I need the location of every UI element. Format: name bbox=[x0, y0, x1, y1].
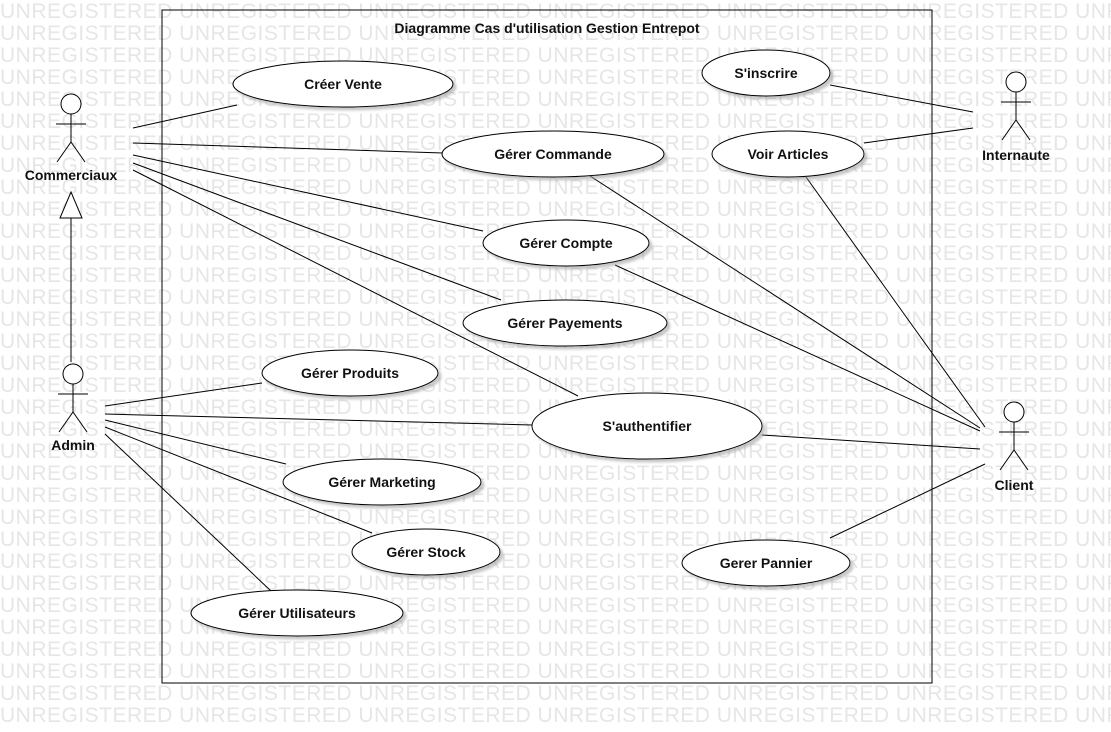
association-internaute-sinscrire bbox=[829, 84, 974, 113]
association-commerciaux-sauthentifier bbox=[132, 169, 579, 397]
use-case-label: Gérer Produits bbox=[301, 365, 399, 381]
use-case-voir-articles[interactable]: Voir Articles bbox=[711, 130, 865, 178]
watermark-line: UNREGISTERED UNREGISTERED UNREGISTERED U… bbox=[0, 45, 1111, 67]
use-case-gerer-commande[interactable]: Gérer Commande bbox=[441, 130, 665, 178]
association-client-voir-articles bbox=[805, 176, 986, 428]
use-case-gerer-compte[interactable]: Gérer Compte bbox=[482, 219, 650, 267]
use-case-sauthentifier[interactable]: S'authentifier bbox=[531, 392, 763, 460]
watermark-line: UNREGISTERED UNREGISTERED UNREGISTERED U… bbox=[0, 1, 1111, 23]
watermark-line: UNREGISTERED UNREGISTERED UNREGISTERED U… bbox=[0, 683, 1111, 705]
use-case-label: Gerer Pannier bbox=[720, 555, 813, 571]
use-case-gerer-marketing[interactable]: Gérer Marketing bbox=[282, 458, 482, 506]
actor-label: Internaute bbox=[982, 147, 1050, 163]
use-case-sinscrire[interactable]: S'inscrire bbox=[701, 49, 831, 97]
association-internaute-voir-articles bbox=[863, 127, 974, 144]
generalization-admin-commerciaux bbox=[59, 190, 83, 362]
watermark-line: UNREGISTERED UNREGISTERED UNREGISTERED U… bbox=[0, 507, 1111, 529]
actor-label: Client bbox=[995, 477, 1034, 493]
watermark-line: UNREGISTERED UNREGISTERED UNREGISTERED U… bbox=[0, 177, 1111, 199]
use-case-label: Gérer Payements bbox=[507, 315, 622, 331]
use-case-label: Gérer Marketing bbox=[328, 474, 435, 490]
system-boundary bbox=[161, 9, 933, 684]
watermark-line: UNREGISTERED UNREGISTERED UNREGISTERED U… bbox=[0, 661, 1111, 683]
actor-admin[interactable]: Admin bbox=[51, 363, 95, 453]
use-case-ellipse bbox=[531, 392, 763, 460]
stick-figure-icon bbox=[1001, 71, 1031, 141]
watermark-line: UNREGISTERED UNREGISTERED UNREGISTERED U… bbox=[0, 705, 1111, 727]
use-case-gerer-pannier[interactable]: Gerer Pannier bbox=[681, 539, 851, 587]
use-case-gerer-utilisateurs[interactable]: Gérer Utilisateurs bbox=[190, 589, 404, 637]
association-commerciaux-gerer-commande bbox=[132, 142, 444, 154]
watermark-line: UNREGISTERED UNREGISTERED UNREGISTERED U… bbox=[0, 265, 1111, 287]
use-case-gerer-produits[interactable]: Gérer Produits bbox=[261, 349, 439, 397]
association-client-gerer-compte bbox=[614, 264, 981, 432]
watermark-line: UNREGISTERED UNREGISTERED UNREGISTERED U… bbox=[0, 573, 1111, 595]
association-commerciaux-gerer-payements bbox=[132, 162, 502, 301]
use-case-label: Voir Articles bbox=[748, 146, 829, 162]
association-admin-gerer-marketing bbox=[104, 419, 287, 465]
stick-figure-icon bbox=[999, 401, 1029, 471]
use-case-ellipse bbox=[441, 130, 665, 178]
association-admin-gerer-produits bbox=[104, 382, 263, 407]
use-case-ellipse bbox=[681, 539, 851, 587]
stick-figure-icon bbox=[58, 363, 88, 433]
stick-figure-icon bbox=[56, 93, 86, 163]
association-commerciaux-gerer-compte bbox=[132, 154, 484, 232]
watermark-line: UNREGISTERED UNREGISTERED UNREGISTERED U… bbox=[0, 441, 1111, 463]
association-client-sauthentifier bbox=[761, 434, 981, 450]
actor-label: Commerciaux bbox=[25, 167, 118, 183]
watermark-line: UNREGISTERED UNREGISTERED UNREGISTERED U… bbox=[0, 463, 1111, 485]
use-case-label: Gérer Stock bbox=[386, 544, 466, 560]
watermark-line: UNREGISTERED UNREGISTERED UNREGISTERED U… bbox=[0, 485, 1111, 507]
actor-commerciaux[interactable]: Commerciaux bbox=[25, 93, 118, 183]
use-case-ellipse bbox=[232, 60, 454, 108]
use-case-creer-vente[interactable]: Créer Vente bbox=[232, 60, 454, 108]
use-case-label: Gérer Compte bbox=[519, 235, 613, 251]
use-case-ellipse bbox=[462, 299, 668, 347]
use-case-label: S'authentifier bbox=[603, 418, 692, 434]
association-admin-gerer-utilisateurs bbox=[104, 433, 272, 592]
watermark-line: UNREGISTERED UNREGISTERED UNREGISTERED U… bbox=[0, 287, 1111, 309]
association-client-gerer-pannier bbox=[829, 463, 986, 539]
use-case-label: S'inscrire bbox=[734, 65, 797, 81]
use-case-ellipse bbox=[701, 49, 831, 97]
association-admin-gerer-stock bbox=[104, 426, 373, 534]
watermark-line: UNREGISTERED UNREGISTERED UNREGISTERED U… bbox=[0, 639, 1111, 661]
use-case-ellipse bbox=[190, 589, 404, 637]
use-case-ellipse bbox=[711, 130, 865, 178]
watermark-line: UNREGISTERED UNREGISTERED UNREGISTERED U… bbox=[0, 111, 1111, 133]
use-case-label: Gérer Commande bbox=[494, 146, 612, 162]
diagram-title: Diagramme Cas d'utilisation Gestion Entr… bbox=[394, 20, 699, 36]
use-case-ellipse bbox=[482, 219, 650, 267]
actor-label: Admin bbox=[51, 437, 95, 453]
actor-client[interactable]: Client bbox=[995, 401, 1034, 493]
use-case-gerer-payements[interactable]: Gérer Payements bbox=[462, 299, 668, 347]
actor-internaute[interactable]: Internaute bbox=[982, 71, 1050, 163]
use-case-ellipse bbox=[282, 458, 482, 506]
use-case-label: Créer Vente bbox=[304, 76, 382, 92]
use-case-ellipse bbox=[351, 528, 501, 576]
watermark-line: UNREGISTERED UNREGISTERED UNREGISTERED U… bbox=[0, 23, 1111, 45]
association-commerciaux-creer-vente bbox=[132, 104, 238, 129]
use-case-ellipse bbox=[261, 349, 439, 397]
use-case-gerer-stock[interactable]: Gérer Stock bbox=[351, 528, 501, 576]
use-case-label: Gérer Utilisateurs bbox=[238, 605, 356, 621]
watermark-line: UNREGISTERED UNREGISTERED UNREGISTERED U… bbox=[0, 529, 1111, 551]
association-admin-sauthentifier bbox=[104, 413, 533, 426]
association-client-gerer-commande bbox=[589, 175, 981, 429]
